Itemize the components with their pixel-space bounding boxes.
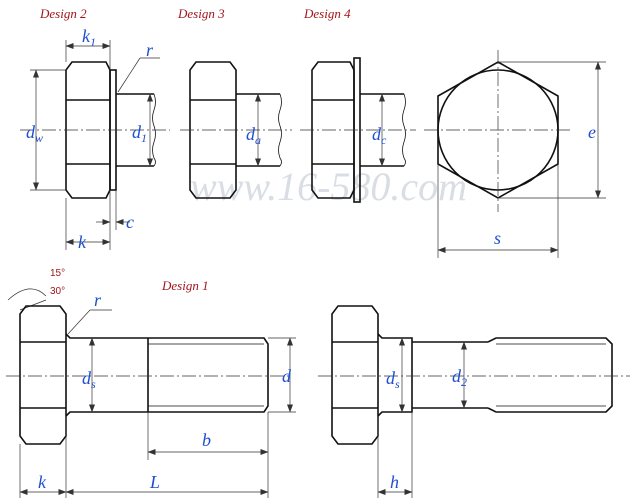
label-r-bottom: r (94, 290, 102, 310)
label-ds-design1: ds (82, 368, 96, 391)
label-h: h (390, 472, 399, 492)
label-ds-reduced: ds (386, 368, 400, 391)
design2-view: Design 2 dw d1 k1 r k c (20, 6, 170, 252)
reduced-head (331, 305, 379, 445)
design2-break-line (152, 93, 156, 167)
reduced-shank-view: ds d2 h (318, 305, 630, 498)
label-k-bottom: k (38, 472, 47, 492)
label-dc: dc (372, 124, 387, 147)
label-d1: d1 (132, 122, 147, 145)
reduced-thread (487, 337, 613, 413)
design2-title: Design 2 (39, 6, 87, 21)
label-r-top: r (146, 40, 154, 60)
label-dw: dw (26, 122, 43, 145)
design3-view: Design 3 da (177, 6, 292, 199)
design1-view: Design 1 15° 30° r ds d b (6, 268, 296, 498)
design3-title: Design 3 (177, 6, 225, 21)
label-d2: d2 (452, 366, 467, 389)
label-b: b (202, 430, 211, 450)
label-k-top: k (78, 232, 87, 252)
design1-shank (65, 333, 269, 417)
label-L: L (149, 472, 160, 492)
angle-15: 15° (50, 268, 65, 279)
design3-break-line (278, 93, 282, 167)
label-s: s (494, 228, 501, 248)
design1-head (19, 305, 67, 445)
reduced-body (412, 341, 488, 409)
design3-head (189, 61, 237, 199)
label-k1: k1 (82, 26, 96, 49)
label-da: da (246, 124, 261, 147)
design2-head (65, 61, 111, 199)
angle-30: 30° (50, 286, 65, 297)
angle-arc (7, 288, 47, 301)
label-e: e (588, 122, 596, 142)
label-d: d (282, 366, 292, 386)
watermark-text: www.16-580.com (190, 164, 467, 209)
leader-r (67, 309, 91, 335)
hex-end-view: e s (424, 50, 606, 258)
leader-r (117, 57, 141, 93)
design4-title: Design 4 (303, 6, 351, 21)
design4-view: Design 4 dc (300, 6, 416, 203)
reduced-collar (377, 333, 413, 417)
design4-break-line (402, 93, 406, 167)
design4-head (311, 61, 355, 199)
label-c: c (126, 212, 134, 232)
design1-title: Design 1 (161, 278, 209, 293)
